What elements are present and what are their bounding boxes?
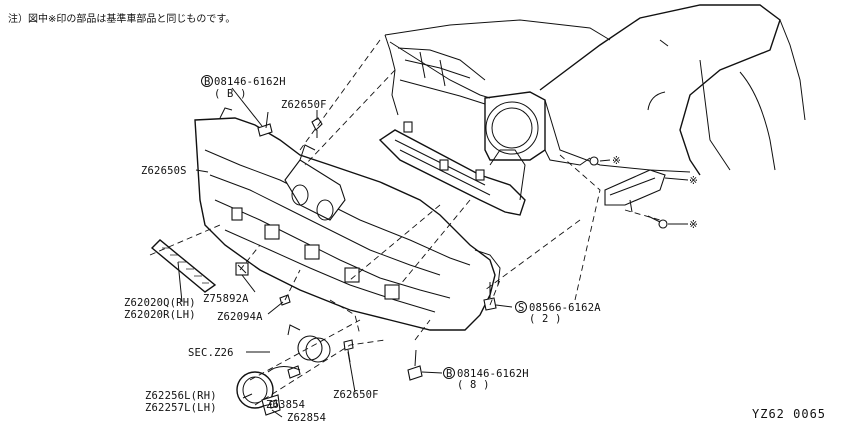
- svg-text:S: S: [518, 302, 525, 314]
- svg-text:( 8 ): ( 8 ): [457, 379, 490, 391]
- svg-text:( 2 ): ( 2 ): [529, 313, 562, 325]
- svg-text:08146-6162H: 08146-6162H: [457, 368, 529, 380]
- star-mark-1: ※: [612, 155, 621, 167]
- callout-bolt-top: B 08146-6162H ( B ): [201, 75, 286, 100]
- callout-clip-bottom: Z62650F: [333, 389, 379, 401]
- callout-lamp-rh: Z62256L(RH): [145, 390, 217, 402]
- svg-text:( B ): ( B ): [214, 88, 247, 100]
- leader-lines: [177, 87, 689, 418]
- vehicle-body-illustration: [378, 4, 806, 229]
- callout-bolt-bottom: B 08146-6162H ( 8 ): [443, 367, 529, 391]
- callout-clip-top: Z62650F: [281, 99, 327, 111]
- header-note: 注）図中※印の部品は基準車部品と同じものです。: [8, 12, 235, 25]
- bumper-molding-illustration: [150, 239, 217, 293]
- callout-lamp-bracket: Z62854: [287, 412, 326, 424]
- assembly-guide-lines: [149, 39, 661, 406]
- svg-text:B: B: [204, 76, 211, 88]
- callout-clip-mid: Z75892A: [203, 293, 249, 305]
- callout-molding-rh: Z62020Q(RH): [124, 297, 196, 309]
- callout-sec-ref: SEC.Z26: [188, 347, 234, 359]
- callout-clip-small: Z62094A: [217, 311, 263, 323]
- svg-text:B: B: [446, 368, 453, 380]
- callout-molding-lh: Z62020R(LH): [124, 309, 196, 321]
- callout-lamp-lh: Z62257L(LH): [145, 402, 217, 414]
- callout-bumper-fascia: Z62650S: [141, 165, 187, 177]
- star-mark-2: ※: [689, 175, 698, 187]
- callout-lamp-screw: Z63854: [266, 399, 305, 411]
- star-mark-3: ※: [689, 219, 698, 231]
- fog-lamp-illustration: [236, 324, 331, 416]
- callout-screw-right: S 08566-6162A ( 2 ): [515, 301, 601, 325]
- bumper-fascia-illustration: [194, 107, 501, 331]
- small-parts: [235, 111, 497, 381]
- svg-text:08146-6162H: 08146-6162H: [214, 76, 286, 88]
- diagram-code: YZ62 0065: [752, 407, 826, 421]
- svg-text:08566-6162A: 08566-6162A: [529, 302, 601, 314]
